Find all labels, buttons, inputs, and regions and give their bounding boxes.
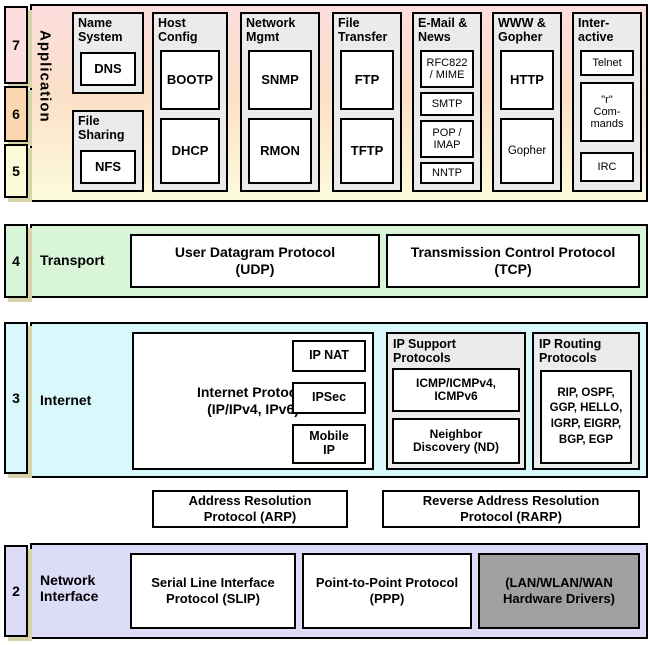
protocol-bootp: BOOTP [160,50,220,110]
protocol-ftp: FTP [340,50,394,110]
group-file-transfer-title: File Transfer [338,16,388,44]
protocol-dns: DNS [80,52,136,86]
group-email-news-title: E-Mail & News [418,16,468,44]
protocol-gopher: Gopher [500,118,554,184]
layer-number-6: 6 [4,86,28,142]
group-ip-support-protocols-title: IP Support Protocols [393,337,456,365]
hardware-drivers: (LAN/WLAN/WAN Hardware Drivers) [478,553,640,629]
protocol-tftp: TFTP [340,118,394,184]
protocol-routing-list: RIP, OSPF, GGP, HELLO, IGRP, EIGRP, BGP,… [540,370,632,464]
group-ip-routing-protocols-title: IP Routing Protocols [539,337,602,365]
layer-number-2-label: 2 [12,583,20,599]
protocol-dhcp: DHCP [160,118,220,184]
protocol-icmp: ICMP/ICMPv4, ICMPv6 [392,368,520,412]
internet-layer-label: Internet [40,392,92,408]
layer-number-7-label: 7 [12,37,20,53]
layer-number-3-label: 3 [12,390,20,406]
layer-number-5: 5 [4,144,28,198]
protocol-pop-imap: POP / IMAP [420,120,474,158]
group-name-system-title: Name System [78,16,123,44]
protocol-rarp: Reverse Address Resolution Protocol (RAR… [382,490,640,528]
layer-number-5-label: 5 [12,163,20,179]
protocol-rmon: RMON [248,118,312,184]
layer-number-4-label: 4 [12,253,20,269]
protocol-ip-nat: IP NAT [292,340,366,372]
protocol-udp: User Datagram Protocol (UDP) [130,234,380,288]
layer-number-3: 3 [4,322,28,474]
protocol-smtp: SMTP [420,92,474,116]
transport-layer-label: Transport [40,252,105,268]
layer-number-6-label: 6 [12,106,20,122]
protocol-rfc822-mime: RFC822 / MIME [420,50,474,88]
protocol-slip: Serial Line Interface Protocol (SLIP) [130,553,296,629]
protocol-arp: Address Resolution Protocol (ARP) [152,490,348,528]
protocol-snmp: SNMP [248,50,312,110]
group-interactive-title: Inter- active [578,16,614,44]
protocol-neighbor-discovery: Neighbor Discovery (ND) [392,418,520,464]
protocol-nfs: NFS [80,150,136,184]
group-host-config-title: Host Config [158,16,198,44]
protocol-tcp: Transmission Control Protocol (TCP) [386,234,640,288]
protocol-ppp: Point-to-Point Protocol (PPP) [302,553,472,629]
protocol-telnet: Telnet [580,50,634,76]
protocol-nntp: NNTP [420,162,474,184]
protocol-irc: IRC [580,152,634,182]
protocol-mobile-ip: Mobile IP [292,424,366,464]
network-interface-layer-label: Network Interface [40,572,99,605]
protocol-r-commands: "r" Com- mands [580,82,634,142]
application-layer-label: Application [36,30,54,123]
group-network-mgmt-title: Network Mgmt [246,16,296,44]
layer-number-2: 2 [4,545,28,637]
layer-number-4: 4 [4,224,28,298]
layer-number-7: 7 [4,6,28,84]
protocol-ipsec: IPSec [292,382,366,414]
group-file-sharing-title: File Sharing [78,114,125,142]
protocol-http: HTTP [500,50,554,110]
group-www-gopher-title: WWW & Gopher [498,16,546,44]
